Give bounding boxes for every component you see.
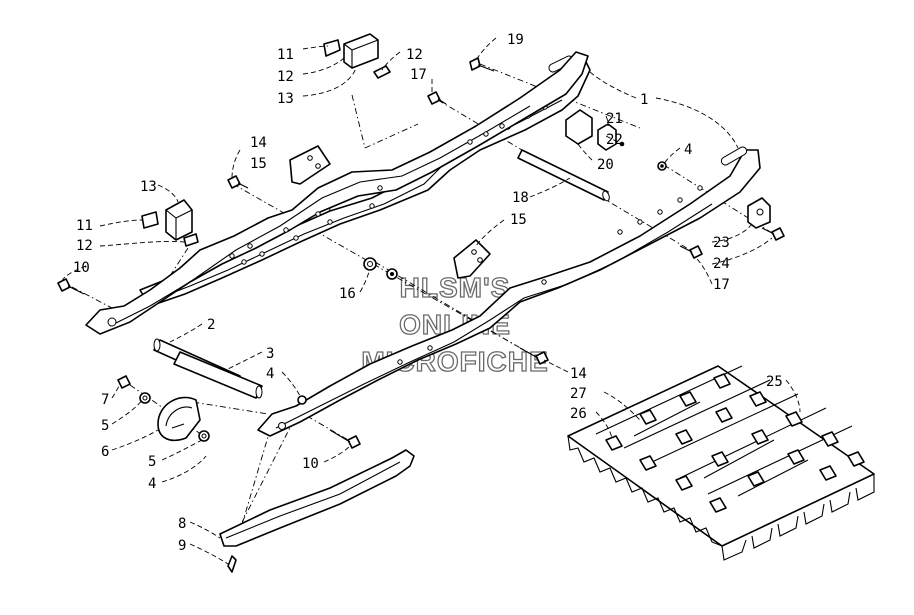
cross-shafts [153, 149, 610, 399]
brackets [57, 33, 785, 449]
track [567, 365, 875, 561]
callout-2: 2 [207, 317, 215, 333]
callout-12: 12 [277, 69, 294, 85]
callout-8: 8 [178, 516, 186, 532]
callout-11: 11 [277, 47, 294, 63]
callout-26: 26 [570, 406, 587, 422]
watermark-line-1: HLSM'S [400, 272, 511, 303]
callout-10: 10 [302, 456, 319, 472]
callout-16: 16 [339, 286, 356, 302]
callout-17: 17 [410, 67, 427, 83]
callout-4: 4 [266, 366, 274, 382]
callout-11: 11 [76, 218, 93, 234]
callout-5: 5 [101, 418, 109, 434]
callout-13: 13 [277, 91, 294, 107]
callout-3: 3 [266, 346, 274, 362]
callout-5: 5 [148, 454, 156, 470]
front-rail [85, 51, 589, 335]
callout-13: 13 [140, 179, 157, 195]
callout-15: 15 [510, 212, 527, 228]
callout-10: 10 [73, 260, 90, 276]
callout-7: 7 [101, 392, 109, 408]
callout-22: 22 [606, 132, 623, 148]
callout-9: 9 [178, 538, 186, 554]
callout-21: 21 [606, 111, 623, 127]
callout-1: 1 [640, 92, 648, 108]
callout-24: 24 [713, 256, 730, 272]
leader-lines [61, 37, 801, 565]
shaft-3 [173, 351, 263, 399]
callout-23: 23 [713, 235, 730, 251]
callout-12: 12 [406, 47, 423, 63]
callout-12: 12 [76, 238, 93, 254]
callout-15: 15 [250, 156, 267, 172]
callout-4: 4 [684, 142, 692, 158]
callout-17: 17 [713, 277, 730, 293]
callout-14: 14 [250, 135, 267, 151]
lower-front-rail [257, 146, 761, 437]
callout-6: 6 [101, 444, 109, 460]
callout-25: 25 [766, 374, 783, 390]
callout-27: 27 [570, 386, 587, 402]
wear-strip [219, 449, 415, 573]
callout-labels: 19 11 12 13 12 17 1 21 22 20 4 14 15 13 … [73, 32, 783, 554]
callout-19: 19 [507, 32, 524, 48]
callout-18: 18 [512, 190, 529, 206]
callout-4: 4 [148, 476, 156, 492]
callout-14: 14 [570, 366, 587, 382]
callout-20: 20 [597, 157, 614, 173]
